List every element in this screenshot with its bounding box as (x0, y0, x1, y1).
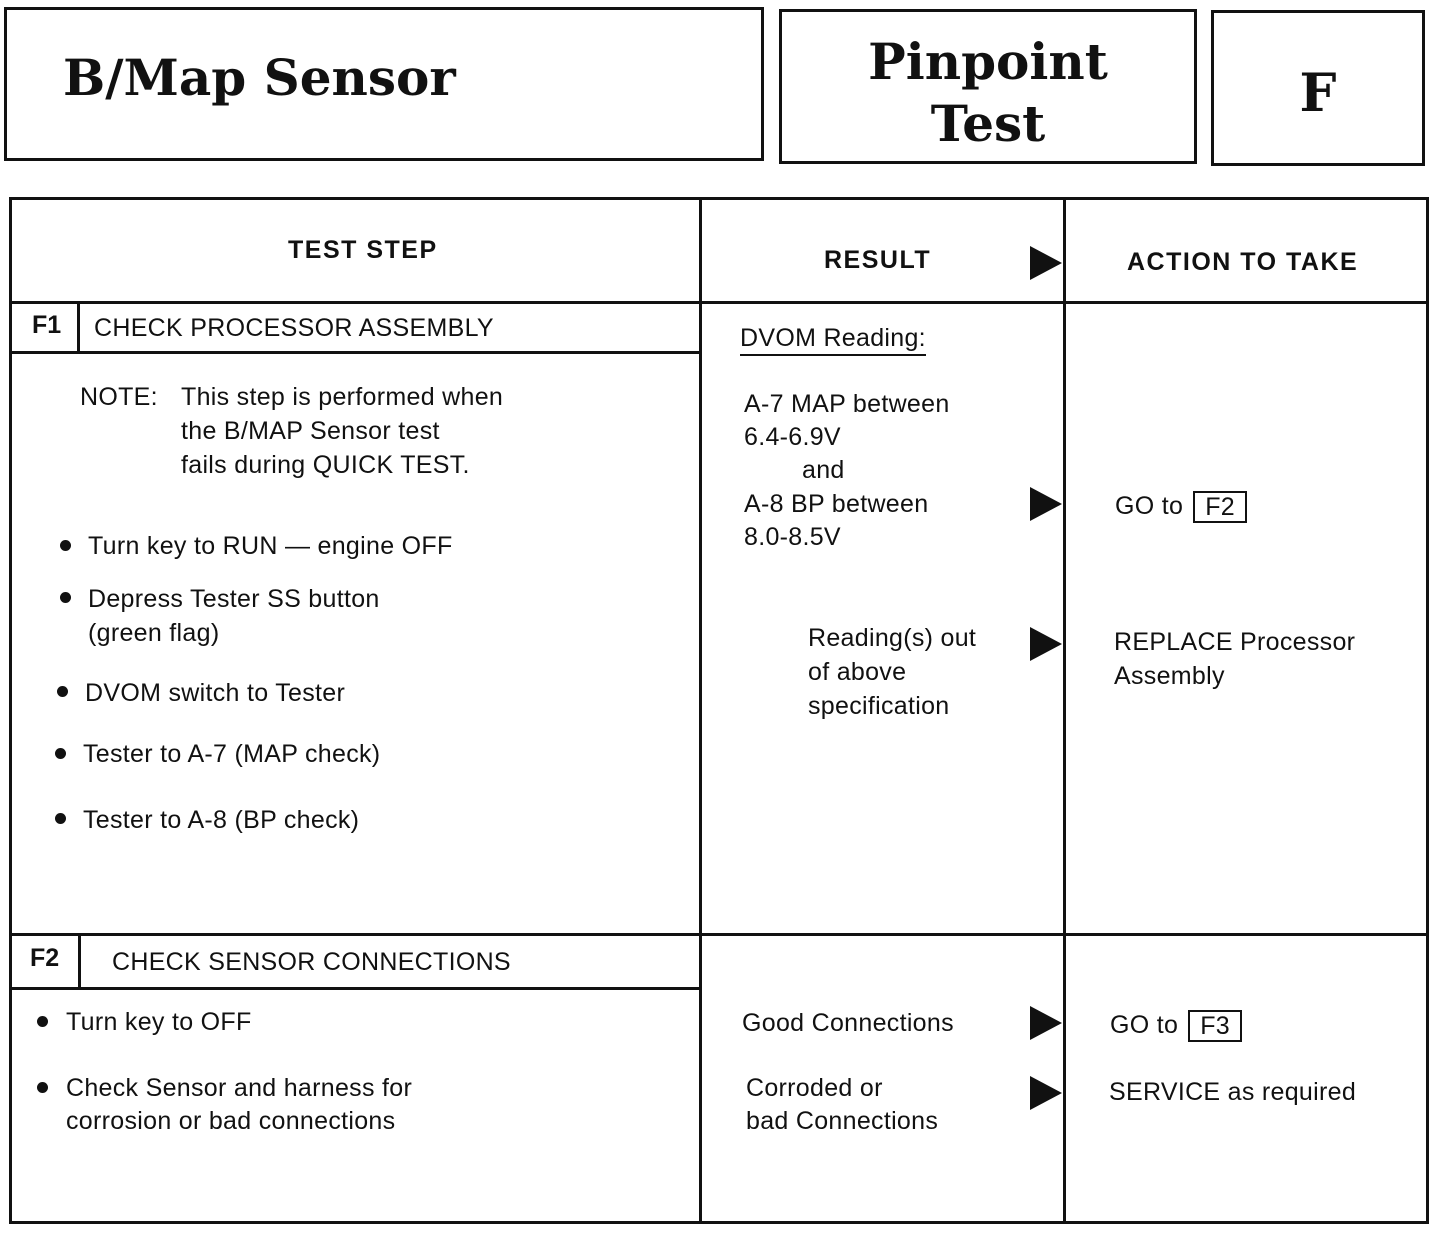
arrow-icon (1030, 1076, 1062, 1110)
result-heading: DVOM Reading: (740, 322, 926, 356)
column-header-test-step: TEST STEP (288, 236, 438, 264)
result-text: Good Connections (742, 1009, 954, 1037)
instruction-text: Tester to A-7 (MAP check) (83, 740, 381, 768)
note-line: fails during QUICK TEST. (181, 451, 470, 479)
action-text: SERVICE as required (1109, 1078, 1357, 1106)
result-text: of above (808, 658, 907, 686)
action-text: REPLACE Processor (1114, 628, 1356, 656)
column-divider-action (1063, 200, 1066, 1224)
result-text: 8.0-8.5V (744, 523, 841, 551)
bullet-icon (37, 1016, 48, 1027)
note-line: the B/MAP Sensor test (181, 417, 440, 445)
result-text: A-8 BP between (744, 490, 929, 518)
page-title: B/Map Sensor (63, 48, 456, 107)
action-text: GO to F3 (1110, 1008, 1242, 1043)
header-pinpoint-box: Pinpoint Test (779, 9, 1197, 164)
arrow-icon (1030, 487, 1062, 521)
step-id: F1 (32, 311, 62, 339)
header-letter-box: F (1211, 10, 1425, 166)
action-goto-label: GO to (1115, 492, 1184, 520)
step-reference-link[interactable]: F2 (1193, 491, 1247, 524)
column-header-result: RESULT (824, 246, 932, 274)
result-text: Corroded or (746, 1074, 883, 1102)
step-title-underline (12, 351, 700, 354)
bullet-icon (55, 813, 66, 824)
step-title: CHECK PROCESSOR ASSEMBLY (94, 314, 494, 342)
step-row-divider (12, 933, 1426, 936)
instruction-text: Check Sensor and harness for (66, 1074, 413, 1102)
result-text: and (802, 456, 845, 484)
note-line: This step is performed when (181, 383, 504, 411)
step-id: F2 (30, 944, 60, 972)
step-reference-link[interactable]: F3 (1188, 1010, 1242, 1043)
action-text: GO to F2 (1115, 489, 1247, 524)
arrow-icon (1030, 627, 1062, 661)
instruction-text: Turn key to RUN — engine OFF (88, 532, 453, 560)
step-id-divider (78, 935, 81, 989)
result-text: bad Connections (746, 1107, 939, 1135)
instruction-text: (green flag) (88, 619, 220, 647)
pinpoint-label-line2: Test (930, 94, 1046, 153)
step-title-underline (12, 987, 700, 990)
step-id-divider (77, 303, 80, 353)
pinpoint-label-line1: Pinpoint (868, 32, 1108, 91)
column-divider-result (699, 200, 702, 1224)
result-text: 6.4-6.9V (744, 423, 841, 451)
result-text: A-7 MAP between (744, 390, 950, 418)
bullet-icon (57, 686, 68, 697)
action-goto-label: GO to (1110, 1011, 1179, 1039)
step-title: CHECK SENSOR CONNECTIONS (112, 948, 511, 976)
arrow-icon (1030, 246, 1062, 280)
instruction-text: Tester to A-8 (BP check) (83, 806, 360, 834)
header-title-box: B/Map Sensor (4, 7, 764, 161)
arrow-icon (1030, 1006, 1062, 1040)
note-label: NOTE: (80, 383, 158, 411)
instruction-text: corrosion or bad connections (66, 1107, 396, 1135)
result-text: Reading(s) out (808, 624, 977, 652)
test-letter: F (1299, 63, 1337, 124)
column-header-action: ACTION TO TAKE (1127, 248, 1359, 276)
instruction-text: Turn key to OFF (66, 1008, 252, 1036)
bullet-icon (60, 540, 71, 551)
result-text: specification (808, 692, 950, 720)
action-text: Assembly (1114, 662, 1225, 690)
bullet-icon (37, 1082, 48, 1093)
instruction-text: DVOM switch to Tester (85, 679, 346, 707)
instruction-text: Depress Tester SS button (88, 585, 380, 613)
header-row-divider (12, 301, 1426, 304)
test-table (9, 197, 1429, 1224)
bullet-icon (60, 592, 71, 603)
bullet-icon (55, 748, 66, 759)
